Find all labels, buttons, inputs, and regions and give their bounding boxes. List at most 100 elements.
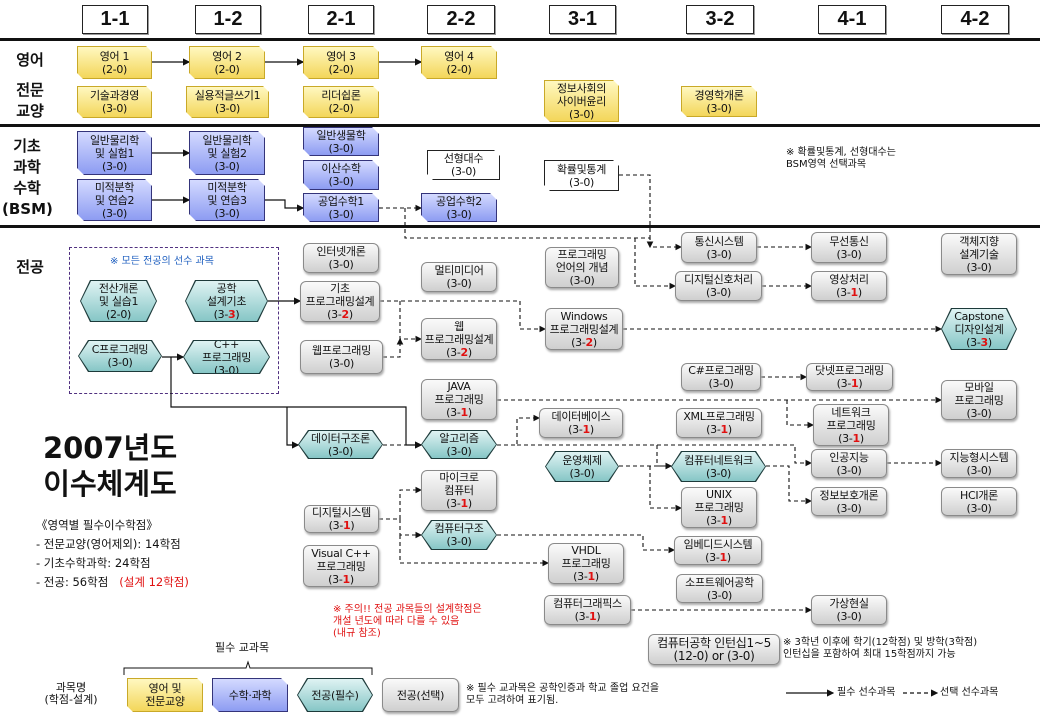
course-digital[interactable]: 디지털시스템(3-1) [304,505,379,533]
design-credit: 0 [460,535,468,548]
course-plconcept[interactable]: 프로그래밍 언어의 개념(3-0) [545,247,619,288]
course-ai[interactable]: 인공지능(3-0) [811,449,887,478]
course-csharp[interactable]: C#프로그래밍(3-0) [681,363,761,391]
course-name: 운영체제 [562,453,602,467]
course-phys2[interactable]: 일반물리학 및 실험2(3-0) [189,131,265,175]
course-internship[interactable]: 컴퓨터공학 인턴십1~5(12-0) or (3-0) [648,634,780,665]
course-credit: (3-0) [214,206,240,220]
design-credit: 1 [343,519,351,532]
course-prob[interactable]: 확률및통계(3-0) [544,160,619,191]
course-cprog[interactable]: C프로그래밍(3-0) [78,340,162,372]
course-name: C프로그래밍 [91,343,149,356]
design-credit: 0 [229,102,237,115]
course-mobile[interactable]: 모바일 프로그래밍(3-0) [941,380,1017,420]
legend-required-prereq: 필수 선수과목 [837,687,896,698]
course-credit: (3-2) [571,335,597,349]
course-name: 기술과경영 [89,89,140,102]
course-unix[interactable]: UNIX 프로그래밍(3-1) [681,487,757,528]
course-cyberethics[interactable]: 정보사회의 사이버윤리(3-0) [544,80,619,122]
semester-header: 4-2 [941,5,1009,34]
course-intro[interactable]: 전산개론 및 실습1(2-0) [80,280,157,322]
course-windows[interactable]: Windows 프로그래밍설계(3-2) [545,308,623,350]
course-name: UNIX 프로그래밍 [694,488,744,514]
course-eng4[interactable]: 영어 4(2-0) [421,46,497,79]
course-java[interactable]: JAVA 프로그래밍(3-1) [421,379,497,420]
course-mgmt[interactable]: 경영학개론(3-0) [681,86,757,117]
course-intelligent[interactable]: 지능형시스템(3-0) [941,449,1017,478]
design-credit: 0 [850,247,858,261]
course-credit: (3-0) [450,165,477,178]
course-multimedia[interactable]: 멀티미디어(3-0) [421,262,497,292]
course-oodesign[interactable]: 객체지향 설계기술(3-0) [941,233,1017,275]
course-datastruct[interactable]: 데이터구조론(3-0) [298,430,383,459]
course-arch[interactable]: 컴퓨터구조(3-0) [421,520,497,550]
course-capstone[interactable]: Capstone 디자인설계(3-3) [941,308,1017,350]
course-comm[interactable]: 통신시스템(3-0) [681,232,757,263]
course-db[interactable]: 데이터베이스(3-1) [539,408,623,438]
semester-header: 1-2 [195,5,261,34]
design-credit: 1 [851,377,859,390]
design-credit: 0 [116,102,124,115]
course-eng3[interactable]: 영어 3(2-0) [303,46,379,79]
course-calc2[interactable]: 미적분학 및 연습2(3-0) [77,179,152,221]
course-internet[interactable]: 인터넷개론(3-0) [303,243,379,273]
course-discrete[interactable]: 이산수학(3-0) [303,160,379,190]
course-basicprog[interactable]: 기초 프로그래밍설계(3-2) [300,281,380,322]
course-engmath1[interactable]: 공업수학1(3-0) [303,193,379,222]
course-se[interactable]: 소프트웨어공학(3-0) [676,574,763,603]
semester-header: 3-1 [549,5,616,34]
course-webprog[interactable]: 웹프로그래밍(3-0) [300,340,383,374]
course-calc3[interactable]: 미적분학 및 연습3(3-0) [189,179,265,221]
design-credit: 0 [342,141,350,155]
course-vcpp[interactable]: Visual C++ 프로그래밍(3-1) [303,545,379,587]
lecture-credit: 3 [218,159,226,173]
lecture-credit: 3 [332,519,340,532]
course-dsp[interactable]: 디지털신호처리(3-0) [675,271,762,301]
course-name: 공업수학1 [318,194,364,208]
lecture-credit: 3 [709,286,717,299]
course-vr[interactable]: 가상현실(3-0) [811,595,887,625]
course-engmath2[interactable]: 공업수학2(3-0) [421,193,497,222]
design-credit: 2 [460,345,469,359]
course-micro[interactable]: 마이크로 컴퓨터(3-1) [421,470,497,511]
elective-arrow [399,535,550,567]
course-name: 실용적글쓰기1 [194,89,261,102]
course-credit: (3-0) [836,463,862,477]
course-designbasic[interactable]: 공학 설계기초(3-3) [185,280,268,322]
lecture-credit: 3 [450,345,457,359]
course-bio[interactable]: 일반생물학(3-0) [303,127,379,156]
course-xml[interactable]: XML프로그래밍(3-1) [676,408,762,438]
legend-elective-prereq: 선택 선수과목 [940,687,999,698]
course-eng1[interactable]: 영어 1(2-0) [77,46,152,79]
page-title: 2007년도 이수체계도 [30,430,190,502]
design-credit: 1 [589,610,597,623]
course-hci[interactable]: HCI개론(3-0) [941,487,1017,516]
course-cpp[interactable]: C++ 프로그래밍(3-0) [183,340,270,374]
course-wireless[interactable]: 무선통신(3-0) [811,232,887,263]
course-network[interactable]: 컴퓨터네트워크(3-0) [671,451,766,482]
course-linalg[interactable]: 선형대수(3-0) [427,150,500,180]
course-algo[interactable]: 알고리즘(3-0) [421,430,497,459]
course-writing1[interactable]: 실용적글쓰기1(3-0) [186,86,269,118]
design-credit: 1 [460,497,469,510]
course-netprog[interactable]: 네트워크 프로그래밍(3-1) [813,404,889,446]
course-os[interactable]: 운영체제(3-0) [545,451,619,482]
course-name: 멀티미디어 [434,264,484,277]
course-webdesign[interactable]: 웹 프로그래밍설계(3-2) [421,318,497,360]
elective-arrow [399,519,423,539]
course-embedded[interactable]: 임베디드시스템(3-1) [674,536,762,565]
course-eng2[interactable]: 영어 2(2-0) [189,46,265,79]
course-security[interactable]: 정보보호개론(3-0) [811,487,887,516]
course-name: 프로그래밍 언어의 개념 [555,248,609,274]
course-phys1[interactable]: 일반물리학 및 실험1(3-0) [77,131,152,175]
course-dotnet[interactable]: 닷넷프로그래밍(3-1) [806,363,893,391]
design-credit: 0 [583,466,591,480]
course-leadership[interactable]: 리더쉽론(2-0) [303,86,379,118]
course-graphics[interactable]: 컴퓨터그래픽스(3-1) [544,595,631,625]
course-name: 웹프로그래밍 [312,344,371,357]
lecture-credit: 3 [331,308,338,321]
course-techmgmt[interactable]: 기술과경영(3-0) [77,86,152,118]
course-vhdl[interactable]: VHDL 프로그래밍(3-1) [548,543,624,584]
course-image[interactable]: 영상처리(3-1) [811,271,887,301]
course-name: 미적분학 및 연습2 [94,180,135,207]
